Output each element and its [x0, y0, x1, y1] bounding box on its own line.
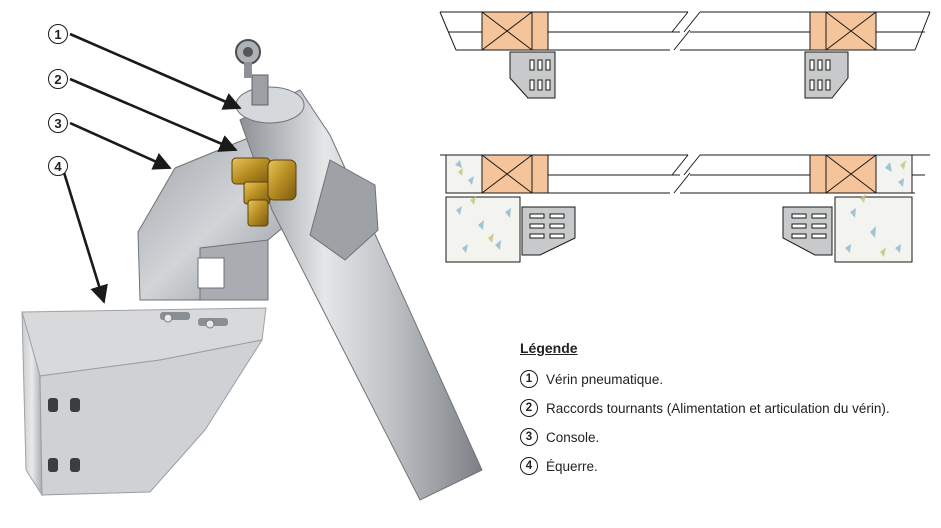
slot-hole	[70, 398, 80, 412]
legend-label: Équerre.	[546, 458, 598, 474]
drawing-bottom	[440, 154, 930, 263]
drawing-bottom-slots	[529, 213, 827, 239]
slot-hole	[48, 398, 58, 412]
legend-label: Vérin pneumatique.	[546, 371, 664, 387]
callout-badge-3: 3	[48, 113, 68, 133]
legend-item-2: 2 Raccords tournants (Alimentation et ar…	[520, 397, 930, 419]
drawing-top-slots	[529, 59, 831, 91]
legend-item-1: 1 Vérin pneumatique.	[520, 368, 930, 390]
legend-item-3: 3 Console.	[520, 426, 930, 448]
legend: Légende 1 Vérin pneumatique. 2 Raccords …	[520, 340, 930, 484]
slot-hole	[48, 458, 58, 472]
callout-leaders	[60, 32, 242, 304]
legend-item-4: 4 Équerre.	[520, 455, 930, 477]
swivel-fittings	[231, 157, 297, 227]
equerre-bracket	[21, 307, 267, 497]
slot-hole	[70, 458, 80, 472]
legend-label: Raccords tournants (Alimentation et arti…	[546, 400, 890, 416]
callout-badge-2: 2	[48, 69, 68, 89]
legend-label: Console.	[546, 429, 600, 445]
drawing-top	[439, 11, 931, 99]
legend-number: 3	[520, 428, 538, 446]
legend-number: 4	[520, 457, 538, 475]
legend-number: 2	[520, 399, 538, 417]
masonry-texture	[455, 160, 904, 253]
pneumatic-cylinder	[235, 39, 483, 501]
callout-badge-1: 1	[48, 24, 68, 44]
masonry-texture-olive	[458, 160, 906, 257]
callout-badge-4: 4	[48, 156, 68, 176]
legend-number: 1	[520, 370, 538, 388]
legend-title: Légende	[520, 340, 578, 356]
